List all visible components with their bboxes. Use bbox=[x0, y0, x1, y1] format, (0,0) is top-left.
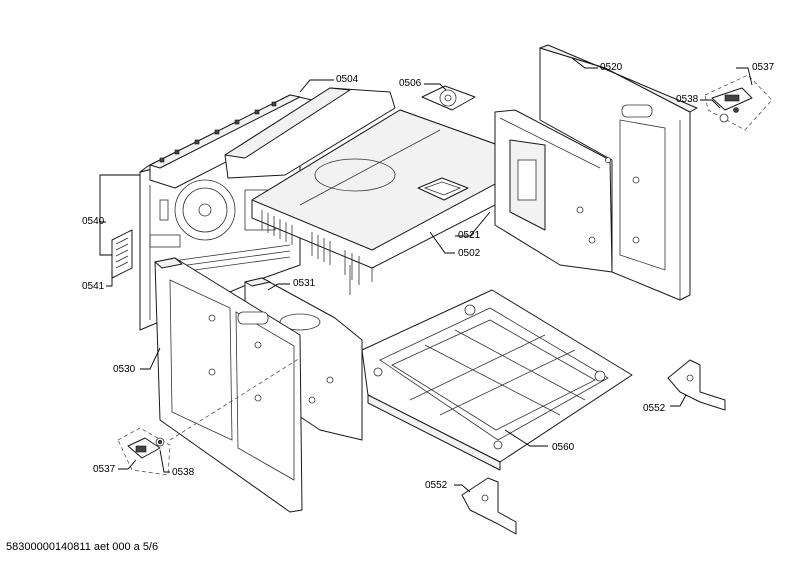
label-0537-bottom: 0537 bbox=[93, 464, 116, 475]
label-0540: 0540 bbox=[82, 216, 105, 227]
top-cover-0504 bbox=[149, 87, 396, 189]
bracket-0552-bottom bbox=[461, 477, 517, 535]
label-0552-bottom: 0552 bbox=[425, 480, 448, 491]
right-outer-panel-0520 bbox=[539, 44, 698, 301]
label-0502: 0502 bbox=[458, 248, 481, 259]
label-0506: 0506 bbox=[399, 78, 422, 89]
hinge-group-bottom bbox=[117, 427, 171, 476]
top-panel-0502 bbox=[251, 109, 541, 295]
hinge-group-top bbox=[704, 74, 773, 131]
label-0530: 0530 bbox=[113, 364, 136, 375]
label-0521: 0521 bbox=[458, 230, 481, 241]
bottom-frame-0560 bbox=[361, 289, 633, 471]
label-0537-top: 0537 bbox=[752, 62, 775, 73]
label-0538-top: 0538 bbox=[676, 94, 699, 105]
label-0504: 0504 bbox=[336, 74, 359, 85]
label-0541: 0541 bbox=[82, 281, 105, 292]
label-0560: 0560 bbox=[552, 442, 575, 453]
label-0520: 0520 bbox=[600, 62, 623, 73]
fan-bracket-0506 bbox=[421, 85, 476, 111]
document-footer-id: 58300000140811 aet 000 a 5/6 bbox=[6, 541, 159, 553]
bracket-0552-right bbox=[667, 359, 726, 411]
label-0552-right: 0552 bbox=[643, 403, 666, 414]
leader-lines bbox=[99, 57, 753, 493]
label-0538-bottom: 0538 bbox=[172, 467, 195, 478]
right-side-wall-0521 bbox=[494, 109, 613, 273]
label-0531: 0531 bbox=[293, 278, 316, 289]
left-outer-panel-0530 bbox=[154, 257, 303, 513]
side-plate-0541 bbox=[111, 229, 133, 279]
